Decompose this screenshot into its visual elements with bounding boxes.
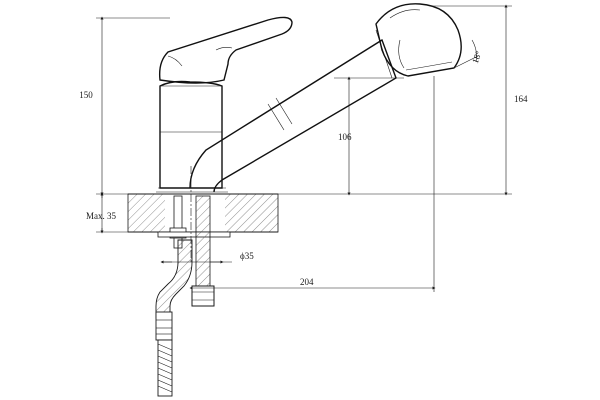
dim-label-angle-18: 18° [470,49,484,65]
dimension-106: 106 [334,76,404,196]
dimension-angle-18: 18° [453,39,484,69]
dimension-150: 150 [79,16,170,196]
faucet-body [156,80,228,193]
supply-hose-right [191,195,215,307]
dim-label-diameter-35: ϕ35 [240,251,254,261]
dim-label-164: 164 [514,94,528,104]
spray-head [375,3,462,77]
dim-label-204: 204 [300,277,314,287]
mounting-stud [157,195,231,249]
dimension-204: 204 [189,76,436,292]
lever-handle [158,16,293,84]
pullout-spout [189,29,397,193]
dimension-164: 164 [278,4,528,196]
supply-hose-left [155,239,193,341]
dim-label-106: 106 [338,132,352,142]
dim-label-150: 150 [79,90,93,100]
dimension-diameter-35: ϕ35 [160,251,254,264]
dim-label-max-35: Max. 35 [86,211,116,221]
braided-hose-lower [157,339,173,397]
dimension-max-35: Max. 35 [86,192,128,234]
